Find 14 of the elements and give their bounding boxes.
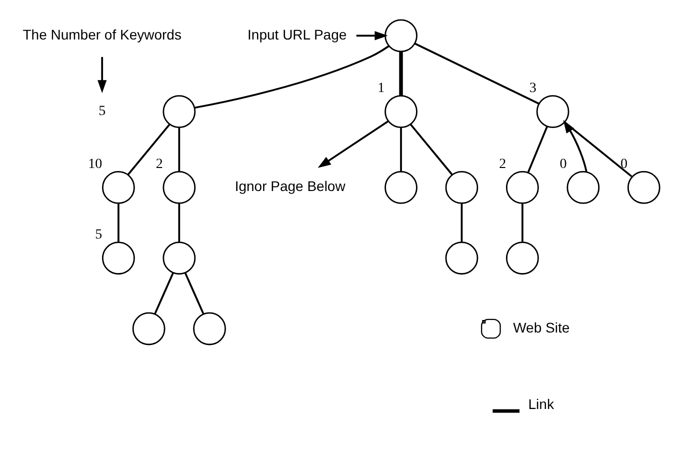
node-label: 0: [560, 156, 567, 172]
legend-label: Link: [528, 396, 554, 412]
node-label: 3: [529, 80, 536, 96]
node-label: 10: [88, 156, 102, 172]
node-text: The Number of Keywords: [22, 26, 182, 42]
node-label: 1: [378, 80, 385, 96]
node-label: 5: [95, 227, 102, 242]
node-text: Ignor Page Below: [234, 178, 346, 194]
node-label: 0: [620, 156, 628, 172]
legend-label: Web Site: [513, 319, 570, 336]
node-label: 2: [156, 156, 163, 172]
node-text: 5: [98, 104, 106, 120]
node-text: Input URL Page: [248, 26, 347, 42]
node-label: 2: [499, 156, 506, 172]
